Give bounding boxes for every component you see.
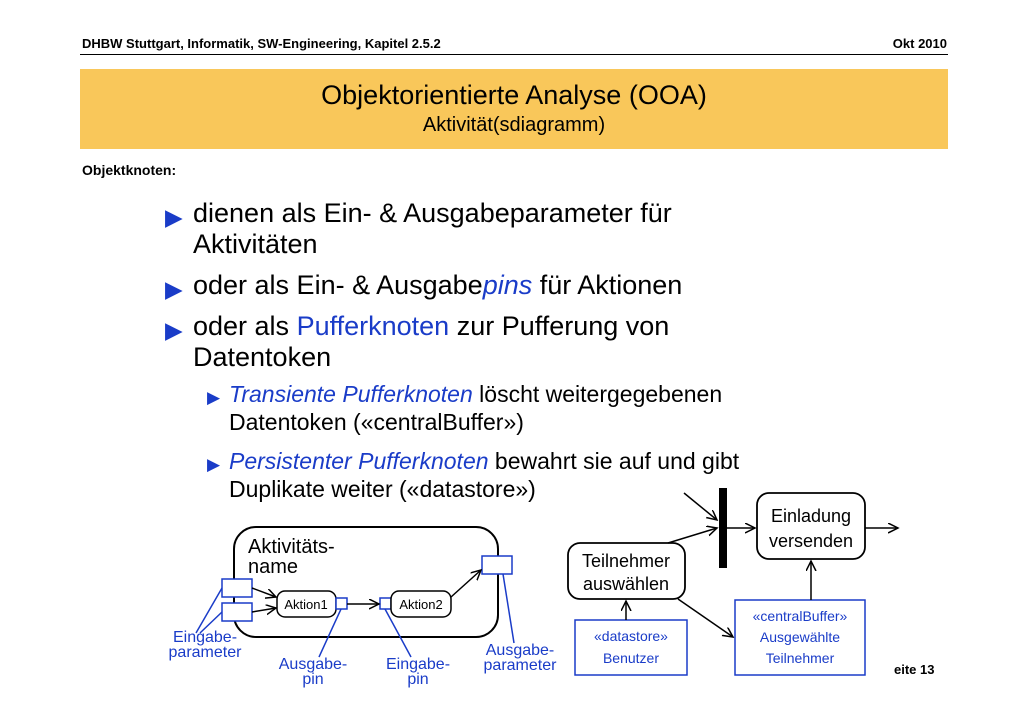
activity-name-line1: Aktivitäts- [248, 536, 335, 558]
subbullet-2: ▶ Persistenter Pufferknoten bewahrt sie … [207, 447, 929, 503]
action-invite-line1: Einladung [771, 506, 851, 526]
buffer-line2: Teilnehmer [766, 650, 835, 666]
flow-select-to-fork [667, 528, 717, 544]
action-select-participants [567, 542, 686, 600]
label-output-parameter-line2: parameter [484, 657, 558, 674]
label-input-parameter-line1: Eingabe- [173, 629, 237, 646]
datastore-stereotype: «datastore» [594, 628, 668, 644]
subbullet-1: ▶ Transiente Pufferknoten löscht weiterg… [207, 380, 929, 436]
input-parameter-node-2 [221, 602, 253, 622]
flow-action2-to-output [450, 570, 481, 598]
section-label: Objektknoten: [82, 162, 177, 178]
bullet-3-emphasis: Pufferknoten [296, 311, 450, 341]
action-invite-line2: versenden [769, 531, 853, 551]
datastore-name: Benutzer [603, 650, 659, 666]
label-input-pin-line1: Eingabe- [386, 656, 450, 673]
label-input-pin-line2: pin [407, 671, 428, 688]
bullet-1-line2: Aktivitäten [193, 229, 318, 259]
action-send-invitation [756, 492, 866, 560]
flow-incoming-to-fork [683, 492, 717, 520]
action-2-label: Aktion2 [399, 597, 442, 612]
action-2 [390, 590, 452, 618]
bullet-2-pre: oder als Ein- & Ausgabe [193, 270, 483, 300]
callout-output-parameter [502, 573, 515, 644]
label-input-parameter-line2: parameter [169, 644, 243, 661]
flow-input1-to-action1 [251, 587, 276, 597]
datastore-node [574, 619, 688, 676]
bullet-3-post: zur Pufferung von [449, 311, 670, 341]
slide-title: Objektorientierte Analyse (OOA) [321, 80, 707, 110]
label-output-pin-line1: Ausgabe- [279, 656, 348, 673]
label-output-pin-line2: pin [302, 671, 323, 688]
bullet-1: ▶ dienen als Ein- & Ausgabeparameter für… [165, 198, 913, 260]
buffer-line1: Ausgewählte [760, 629, 840, 645]
header-rule [80, 54, 948, 55]
bullet-arrow-icon: ▶ [165, 317, 183, 343]
title-band: Objektorientierte Analyse (OOA) Aktivitä… [80, 69, 948, 149]
buffer-diagram: Teilnehmer auswählen Einladung versenden… [567, 488, 898, 676]
bullet-3: ▶ oder als Pufferknoten zur Pufferung vo… [165, 311, 913, 373]
callout-output-pin [318, 608, 342, 658]
subbullet-2-line2: Duplikate weiter («datastore») [229, 476, 536, 502]
subbullet-arrow-icon: ▶ [207, 388, 221, 407]
action-select-line1: Teilnehmer [582, 551, 670, 571]
bullet-arrow-icon: ▶ [165, 204, 183, 230]
header-date: Okt 2010 [892, 36, 947, 51]
action-1-label: Aktion1 [284, 597, 327, 612]
subbullet-1-line2: Datentoken («centralBuffer») [229, 409, 524, 435]
subbullet-arrow-icon: ▶ [207, 455, 221, 474]
page-number: eite 13 [894, 662, 935, 677]
bullet-2: ▶ oder als Ein- & Ausgabepins für Aktion… [165, 270, 913, 302]
action-select-line2: auswählen [583, 574, 669, 594]
fork-bar [719, 488, 727, 568]
subbullet-2-emphasis: Persistenter Pufferknoten [229, 448, 489, 474]
bullet-2-post: für Aktionen [532, 270, 683, 300]
bullet-3-pre: oder als [193, 311, 297, 341]
flow-select-to-buffer [677, 598, 733, 637]
activity-diagram: Aktivitäts- name Aktion1 Aktion2 Eingabe… [169, 526, 558, 688]
input-pin [379, 597, 392, 610]
callout-input-parameter-1 [195, 587, 223, 634]
bullet-1-line1: dienen als Ein- & Ausgabeparameter für [193, 198, 672, 228]
subbullet-1-post: löscht weitergegebenen [472, 381, 723, 407]
bullet-3-line2: Datentoken [193, 342, 332, 372]
output-parameter-node [481, 555, 513, 575]
input-parameter-node-1 [221, 578, 253, 598]
central-buffer-node [734, 599, 866, 676]
slide-subtitle: Aktivität(sdiagramm) [422, 114, 606, 136]
bullet-arrow-icon: ▶ [165, 276, 183, 302]
callout-input-parameter-2 [199, 611, 223, 634]
subbullet-1-emphasis: Transiente Pufferknoten [229, 381, 473, 407]
output-pin [335, 597, 348, 610]
activity-name-line2: name [248, 556, 298, 578]
flow-input2-to-action1 [251, 608, 276, 612]
callout-input-pin [384, 608, 412, 658]
subbullet-2-post: bewahrt sie auf und gibt [488, 448, 740, 474]
buffer-stereotype: «centralBuffer» [753, 608, 848, 624]
header-course: DHBW Stuttgart, Informatik, SW-Engineeri… [82, 36, 441, 51]
label-output-parameter-line1: Ausgabe- [486, 642, 555, 659]
bullet-2-emphasis: pins [482, 270, 533, 300]
